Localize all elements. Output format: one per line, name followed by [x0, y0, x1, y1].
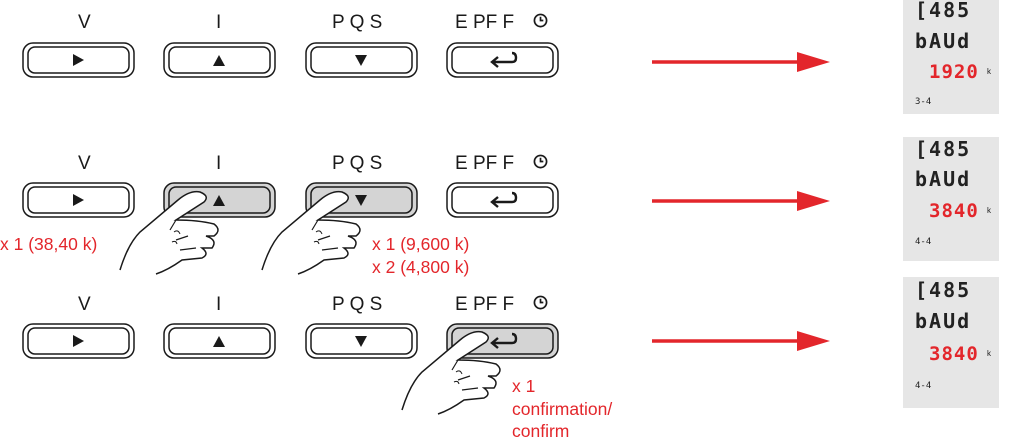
- arrow-right: [652, 52, 830, 72]
- clock-icon: [533, 154, 548, 169]
- display-unit: k: [987, 206, 991, 215]
- hand-pointer-icon: [401, 330, 501, 415]
- triangle-right-icon: [73, 54, 84, 66]
- annotation-confirm-press: x 1: [512, 376, 536, 396]
- arrow-right: [652, 191, 830, 211]
- label-pqs: P Q S: [332, 12, 383, 33]
- label-epff: E PF F: [455, 153, 515, 174]
- down-button[interactable]: [305, 42, 418, 78]
- triangle-up-icon: [213, 195, 225, 206]
- label-pqs: P Q S: [332, 153, 383, 174]
- display-unit: k: [987, 67, 991, 76]
- display-value: 3840: [929, 343, 979, 365]
- label-i: I: [216, 153, 222, 174]
- annotation-down-press-1: x 1 (9,600 k): [372, 234, 470, 254]
- enter-return-icon: [490, 51, 518, 68]
- display-page: 3-4: [915, 97, 932, 107]
- enter-return-icon: [490, 332, 518, 349]
- down-button[interactable]: [305, 323, 418, 359]
- triangle-down-icon: [355, 55, 367, 66]
- display-line-1: [485: [915, 0, 972, 22]
- annotation-up-press: x 1 (38,40 k): [0, 234, 98, 254]
- display-page: 4-4: [915, 381, 932, 391]
- annotation-down-press-2: x 2 (4,800 k): [372, 257, 470, 277]
- display-unit: k: [987, 349, 991, 358]
- triangle-up-icon: [213, 55, 225, 66]
- enter-button[interactable]: [446, 42, 559, 78]
- display-panel: [485 bAUd 3840 k 4-4: [903, 277, 999, 408]
- display-line-1: [485: [915, 137, 972, 161]
- right-button[interactable]: [22, 323, 135, 359]
- display-panel: [485 bAUd 3840 k 4-4: [903, 137, 999, 261]
- label-i: I: [216, 294, 222, 315]
- triangle-up-icon: [213, 336, 225, 347]
- label-v: V: [78, 12, 91, 33]
- display-line-2: bAUd: [915, 167, 972, 191]
- hand-pointer-icon: [261, 190, 361, 275]
- triangle-right-icon: [73, 335, 84, 347]
- enter-return-icon: [490, 191, 518, 208]
- annotation-confirmation: confirmation/: [512, 399, 613, 419]
- display-value: 1920: [929, 61, 979, 83]
- clock-icon: [533, 13, 548, 28]
- right-button[interactable]: [22, 42, 135, 78]
- label-v: V: [78, 294, 91, 315]
- label-v: V: [78, 153, 91, 174]
- up-button[interactable]: [163, 42, 276, 78]
- label-epff: E PF F: [455, 12, 515, 33]
- hand-pointer-icon: [119, 190, 219, 275]
- display-panel: [485 bAUd 1920 k 3-4: [903, 0, 999, 114]
- display-value: 3840: [929, 200, 979, 222]
- up-button[interactable]: [163, 323, 276, 359]
- arrow-right: [652, 331, 830, 351]
- triangle-down-icon: [355, 195, 367, 206]
- display-line-2: bAUd: [915, 29, 972, 53]
- display-page: 4-4: [915, 237, 932, 247]
- clock-icon: [533, 295, 548, 310]
- display-line-1: [485: [915, 278, 972, 302]
- label-epff: E PF F: [455, 294, 515, 315]
- display-line-2: bAUd: [915, 309, 972, 333]
- label-i: I: [216, 12, 222, 33]
- enter-button[interactable]: [446, 182, 559, 218]
- right-button[interactable]: [22, 182, 135, 218]
- triangle-right-icon: [73, 194, 84, 206]
- triangle-down-icon: [355, 336, 367, 347]
- annotation-confirm: confirm: [512, 421, 570, 441]
- label-pqs: P Q S: [332, 294, 383, 315]
